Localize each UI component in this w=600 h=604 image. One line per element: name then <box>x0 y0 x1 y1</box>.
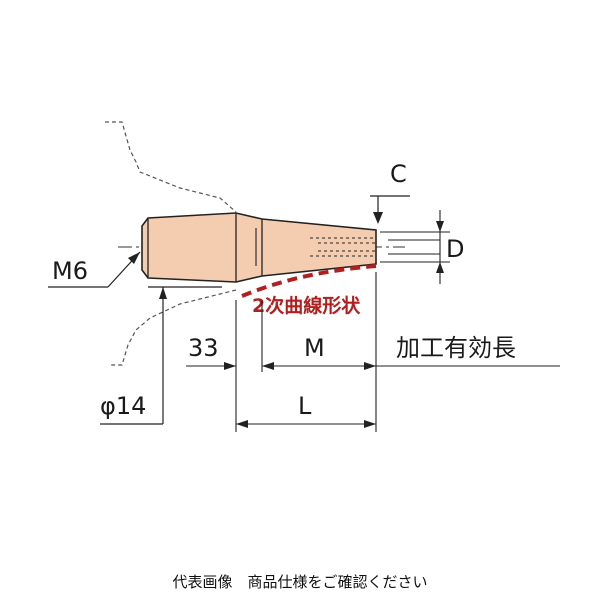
c-arrow <box>373 212 383 224</box>
d-label: D <box>446 235 464 263</box>
effective-length-label: 加工有効長 <box>396 334 516 362</box>
d-arrow-bottom <box>436 262 444 273</box>
m6-leader <box>48 251 141 288</box>
curve-shape-indicator <box>241 264 377 298</box>
d-arrow-top <box>436 221 444 232</box>
dim33-arrow <box>224 362 236 370</box>
phi14-arrow <box>159 287 167 299</box>
dimL-arrow-left <box>236 420 248 428</box>
phi14-label: φ14 <box>100 392 146 420</box>
thread-hidden-lines <box>310 237 376 257</box>
caption: 代表画像 商品仕様をご確認ください <box>172 573 428 591</box>
dimL-arrow-right <box>364 420 376 428</box>
phi14-leader <box>100 286 222 425</box>
tool-body <box>141 212 377 283</box>
holder-outline <box>105 121 237 366</box>
m6-label: M6 <box>52 257 88 285</box>
dimM-arrow-left <box>262 362 274 370</box>
curve-label: 2次曲線形状 <box>252 294 361 317</box>
dimM-arrow-right <box>364 362 376 370</box>
dimM-label: M <box>304 334 325 362</box>
dimL-label: L <box>298 392 312 420</box>
dim33-label: 33 <box>188 334 219 362</box>
c-label: C <box>390 160 407 188</box>
